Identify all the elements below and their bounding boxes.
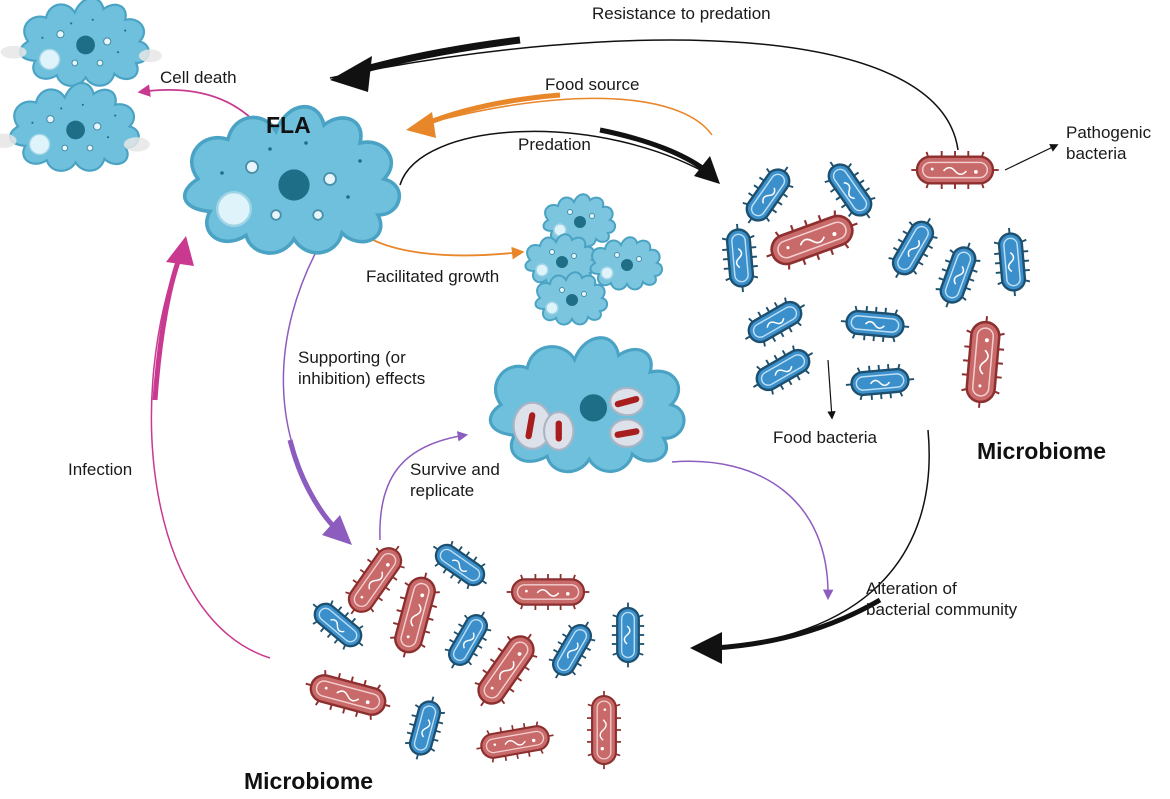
arrow-predation bbox=[399, 130, 716, 186]
pointer-food-bacteria bbox=[827, 359, 836, 420]
arrow-survive-replicate bbox=[379, 431, 469, 541]
label-pathogenic-bacteria: Pathogenic bacteria bbox=[1066, 123, 1152, 163]
infected-amoeba bbox=[488, 336, 686, 474]
label-survive-replicate: Survive and replicate bbox=[410, 460, 500, 500]
arrow-food-source bbox=[409, 97, 713, 136]
pointer-pathogenic bbox=[1004, 144, 1059, 171]
growing-amoeba-cluster bbox=[524, 193, 664, 326]
label-food-source: Food source bbox=[545, 75, 640, 94]
pathogenic-bacterium bbox=[910, 149, 1000, 191]
arrow-resistance-head bbox=[330, 56, 372, 92]
label-supporting-effects: Supporting (or inhibition) effects bbox=[298, 348, 426, 388]
label-fla: FLA bbox=[266, 112, 311, 138]
label-cell-death: Cell death bbox=[160, 68, 237, 87]
right-microbiome-bacteria bbox=[718, 149, 1034, 411]
label-predation: Predation bbox=[518, 135, 591, 154]
label-microbiome-right: Microbiome bbox=[977, 438, 1107, 464]
label-alteration-community: Alteration of bacterial community bbox=[866, 579, 1018, 619]
arrow-cell-death bbox=[137, 84, 259, 126]
label-facilitated-growth: Facilitated growth bbox=[366, 267, 500, 286]
arrow-to-alteration bbox=[671, 460, 834, 601]
arrow-resistance-to-predation bbox=[329, 39, 959, 151]
dying-amoeba-1 bbox=[0, 0, 162, 87]
label-infection: Infection bbox=[68, 460, 133, 479]
label-resistance-to-predation: Resistance to predation bbox=[592, 4, 771, 23]
arrow-resistance-head-body bbox=[354, 36, 521, 76]
bottom-microbiome-bacteria bbox=[299, 532, 646, 771]
label-food-bacteria: Food bacteria bbox=[773, 428, 877, 447]
label-microbiome-bottom: Microbiome bbox=[244, 768, 374, 794]
dying-amoeba-2 bbox=[0, 81, 150, 172]
